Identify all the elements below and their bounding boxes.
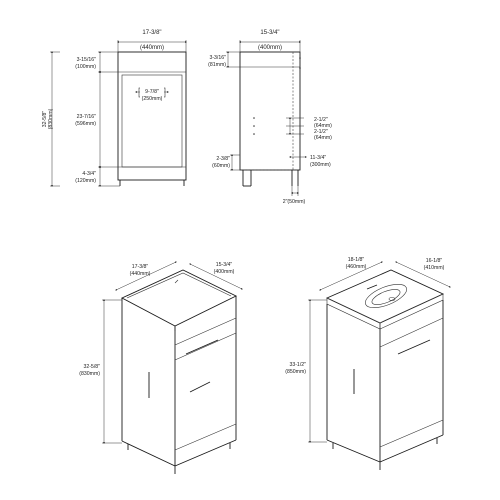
side-toe-label: 2"(50mm) bbox=[283, 199, 306, 205]
front-door-height-label: 23-7/16" bbox=[77, 114, 97, 120]
side-shelf-hole-2 bbox=[253, 125, 255, 127]
iso-cabinet-depth-dim bbox=[189, 263, 243, 290]
iso-cabinet-top bbox=[120, 269, 238, 327]
front-total-height-label: 32-5/8" bbox=[42, 111, 48, 128]
side-depth-mm-label: (400mm) bbox=[258, 45, 282, 51]
iso-cabinet-height-mm-label: (830mm) bbox=[79, 371, 100, 377]
side-shelf-gap1-label: 2-1/2" bbox=[314, 117, 328, 123]
side-shelf-hole-3 bbox=[253, 133, 255, 135]
iso-drawer-handle bbox=[185, 339, 219, 355]
side-shelf-gap1-mm-label: (64mm) bbox=[314, 123, 332, 129]
iso-sink-width-mm-label: (460mm) bbox=[346, 264, 367, 270]
side-top-mm-label: (81mm) bbox=[208, 62, 226, 68]
iso-door-handle bbox=[189, 381, 211, 393]
side-depth-label: 15-3/4" bbox=[260, 30, 279, 36]
side-shelf-gap2-label: 2-1/2" bbox=[314, 129, 328, 135]
side-shelf-hole-1 bbox=[253, 117, 255, 119]
iso-sink-drain bbox=[388, 297, 396, 301]
iso-cabinet-width-mm-label: (440mm) bbox=[130, 271, 151, 277]
iso-sink-faucet bbox=[366, 284, 378, 290]
iso-sink-drawer-handle bbox=[397, 339, 431, 355]
iso-sink-depth-label: 16-1/8" bbox=[426, 258, 443, 264]
front-base-label: 4-3/4" bbox=[82, 171, 96, 177]
front-elevation-view: 17-3/8" (440mm) 3-15/16" (100mm) 23-7/16… bbox=[42, 30, 187, 187]
front-base-mm-label: (120mm) bbox=[75, 178, 96, 184]
front-width-mm-label: (440mm) bbox=[140, 45, 164, 51]
side-foot-label: 2-3/8" bbox=[216, 156, 230, 162]
front-width-label: 17-3/8" bbox=[142, 30, 161, 36]
front-cabinet-outline bbox=[117, 51, 187, 181]
front-top-band-label: 3-15/16" bbox=[77, 57, 97, 63]
iso-cabinet-height-label: 32-5/8" bbox=[83, 364, 100, 370]
iso-sink-view: 18-1/8" (460mm) 16-1/8" (410mm) 33-1/2" … bbox=[285, 257, 451, 470]
iso-sink-basin bbox=[365, 283, 407, 309]
iso-cabinet-depth-label: 15-3/4" bbox=[216, 262, 233, 268]
iso-sink-width-dim bbox=[319, 261, 383, 291]
front-top-band-mm-label: (100mm) bbox=[75, 64, 96, 70]
side-shelf-gap2-mm-label: (64mm) bbox=[314, 135, 332, 141]
iso-sink-height-mm-label: (850mm) bbox=[285, 369, 306, 375]
iso-cabinet-view: 17-3/8" (440mm) 15-3/4" (400mm) 32-5/8" … bbox=[79, 261, 243, 474]
iso-cabinet-depth-mm-label: (400mm) bbox=[214, 269, 235, 275]
side-foot-mm-label: (60mm) bbox=[212, 163, 230, 169]
front-drawer-width-mm-label: (250mm) bbox=[142, 96, 163, 102]
side-cabinet-outline bbox=[239, 51, 301, 171]
side-back-depth-mm-label: (300mm) bbox=[310, 162, 331, 168]
iso-cabinet-width-dim bbox=[115, 261, 177, 291]
front-total-height-mm-label: (830mm) bbox=[48, 108, 54, 129]
iso-cabinet-width-label: 17-3/8" bbox=[132, 264, 149, 270]
side-back-depth-label: 11-3/4" bbox=[310, 155, 326, 161]
iso-sink-depth-dim bbox=[395, 261, 451, 288]
iso-sink-width-label: 18-1/8" bbox=[348, 257, 365, 263]
iso-sink-height-label: 33-1/2" bbox=[289, 362, 306, 368]
side-elevation-view: 15-3/4" (400mm) 3-3/16" (81mm) 2-1/2" (6… bbox=[208, 30, 332, 205]
side-top-label: 3-3/16" bbox=[209, 55, 226, 61]
iso-sink-depth-mm-label: (410mm) bbox=[424, 265, 445, 271]
iso-sink-countertop bbox=[325, 269, 445, 324]
front-door-height-mm-label: (596mm) bbox=[75, 121, 96, 127]
front-drawer-width-label: 9-7/8" bbox=[145, 89, 159, 95]
